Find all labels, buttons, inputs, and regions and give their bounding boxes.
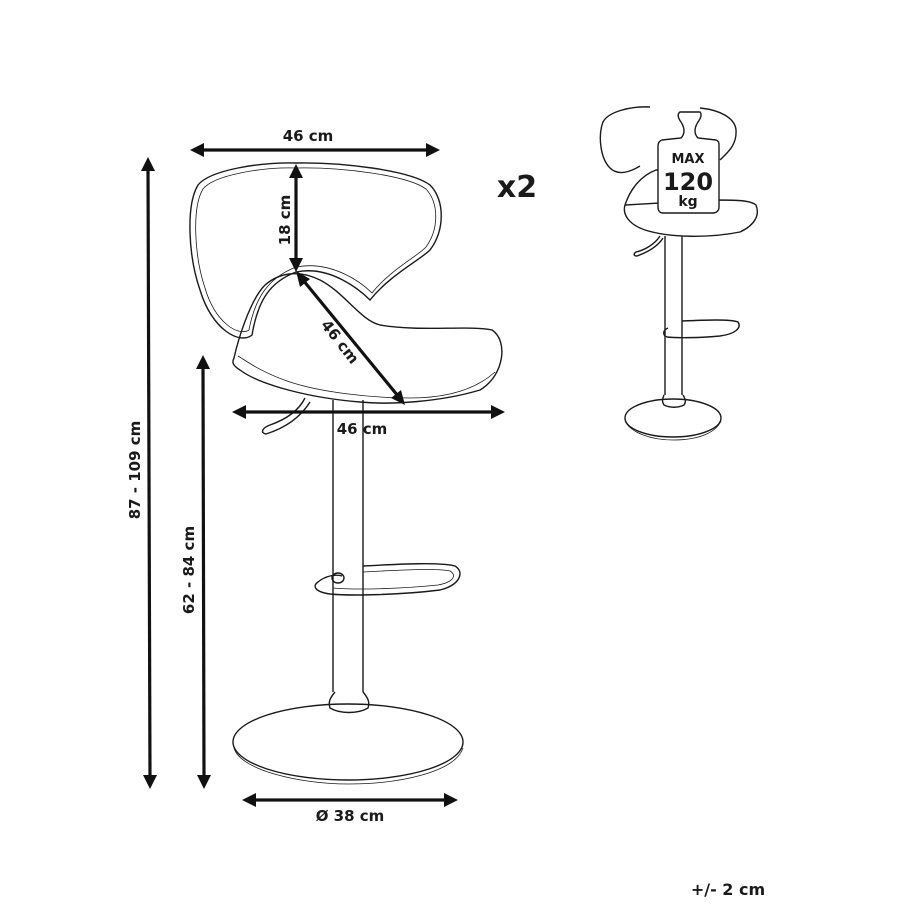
total-height-label: 87 - 109 cm — [126, 421, 144, 520]
base-diameter-label: Ø 38 cm — [316, 807, 385, 825]
max-load-value: 120 — [663, 168, 713, 196]
footrest-ring-inner — [332, 569, 454, 590]
arrowhead-diag-top — [296, 271, 310, 287]
seat-height-arrow — [201, 365, 206, 779]
dimension-arrows — [141, 143, 505, 807]
main-stool-drawing — [189, 162, 503, 785]
arrowhead-down — [143, 775, 157, 789]
base-disc — [232, 703, 464, 781]
max-load-unit: kg — [678, 194, 697, 210]
small-footrest-ring — [663, 319, 740, 339]
seat-width-label: 46 cm — [337, 420, 388, 438]
arrowhead-diag-bottom — [391, 390, 405, 405]
tolerance-label: +/- 2 cm — [691, 880, 765, 899]
arrowhead-up — [196, 355, 210, 369]
arrowhead-right — [491, 405, 505, 419]
backrest-inner — [195, 167, 437, 332]
arrowhead-up — [289, 164, 303, 178]
weight-icon: MAX 120 kg — [657, 111, 720, 214]
small-seat — [623, 169, 758, 237]
small-base-collar — [661, 394, 687, 408]
arrowhead-right — [444, 793, 458, 807]
seat-height-label: 62 - 84 cm — [180, 526, 198, 614]
backrest-height-label: 18 cm — [276, 195, 294, 246]
arrowhead-up — [141, 157, 155, 171]
small-gas-lever — [633, 235, 664, 257]
footrest-joint — [331, 572, 345, 584]
arrowhead-down — [289, 258, 303, 272]
seat-outline — [232, 273, 503, 404]
arrowhead-right — [426, 143, 440, 157]
small-base-disc — [624, 398, 722, 438]
small-backrest — [599, 106, 737, 174]
backrest-outline — [189, 162, 442, 339]
arrowhead-down — [197, 775, 211, 789]
gas-lever — [261, 397, 311, 435]
small-base-edge — [624, 420, 722, 441]
total-height-arrow — [146, 167, 152, 779]
arrowhead-left — [242, 793, 256, 807]
seat-edge — [237, 355, 496, 399]
base-disc-edge — [233, 747, 464, 785]
arrowhead-left — [190, 143, 204, 157]
quantity-label: x2 — [497, 170, 537, 205]
weight-shape — [657, 111, 720, 214]
footrest-ring — [314, 562, 461, 596]
max-load-label: MAX — [671, 152, 704, 167]
small-stool-drawing — [599, 106, 758, 441]
arrowhead-left — [232, 405, 246, 419]
seat-depth-arrow — [301, 278, 400, 398]
backrest-width-label: 46 cm — [283, 127, 334, 145]
base-collar — [328, 691, 370, 714]
